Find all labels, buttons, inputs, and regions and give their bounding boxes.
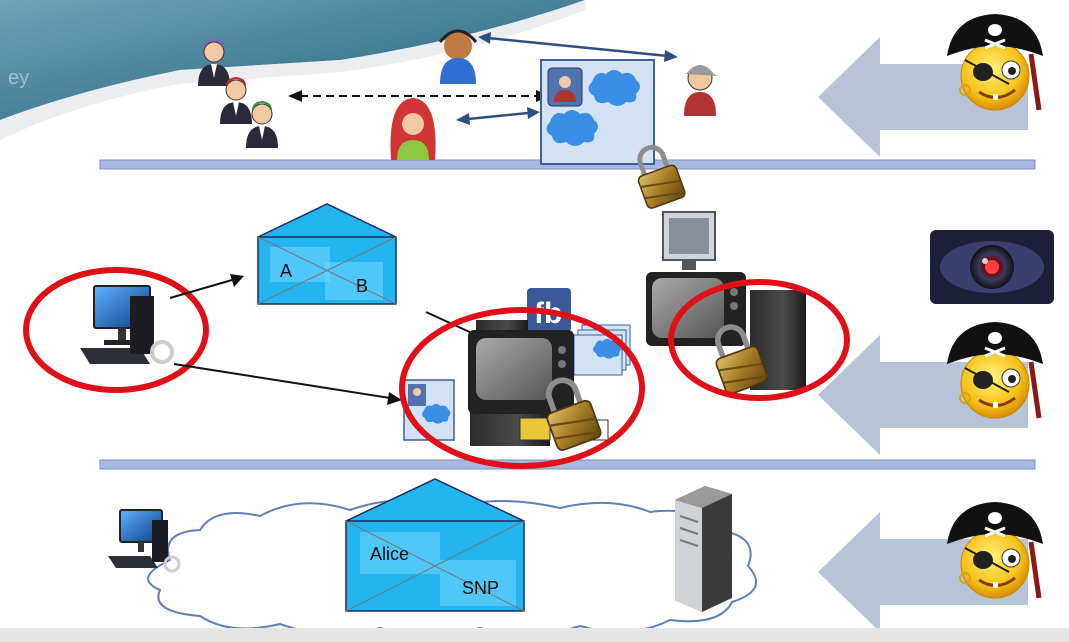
spy-eye-icon (930, 230, 1054, 304)
profile-card (540, 59, 655, 165)
connection-arrow (456, 107, 540, 125)
connection-arrow (478, 32, 678, 62)
user-avatar-redhead-icon (390, 98, 436, 160)
connection-arrow (173, 363, 402, 405)
server-tower-icon (675, 486, 732, 612)
connection-arrow (169, 274, 244, 299)
desktop-computer-icon (108, 509, 181, 573)
envelope-sender: Alice (370, 544, 409, 564)
message-envelope: Alice SNP (345, 478, 525, 612)
highlight-ring-third-party (668, 279, 850, 401)
highlight-ring-client (23, 267, 209, 393)
svg-text:ey: ey (8, 67, 29, 89)
highlight-ring-provider (399, 307, 645, 469)
header-photo: ey (0, 0, 585, 140)
footer-band (0, 628, 1069, 642)
user-avatar-headset-icon (438, 29, 478, 84)
user-avatar-cap-icon (684, 65, 718, 116)
envelope-label-b: B (356, 276, 368, 296)
envelope-recipient: SNP (462, 578, 499, 598)
message-envelope: A B (257, 203, 397, 305)
envelope-label-a: A (280, 261, 292, 281)
desktop-computer-icon (80, 285, 174, 364)
